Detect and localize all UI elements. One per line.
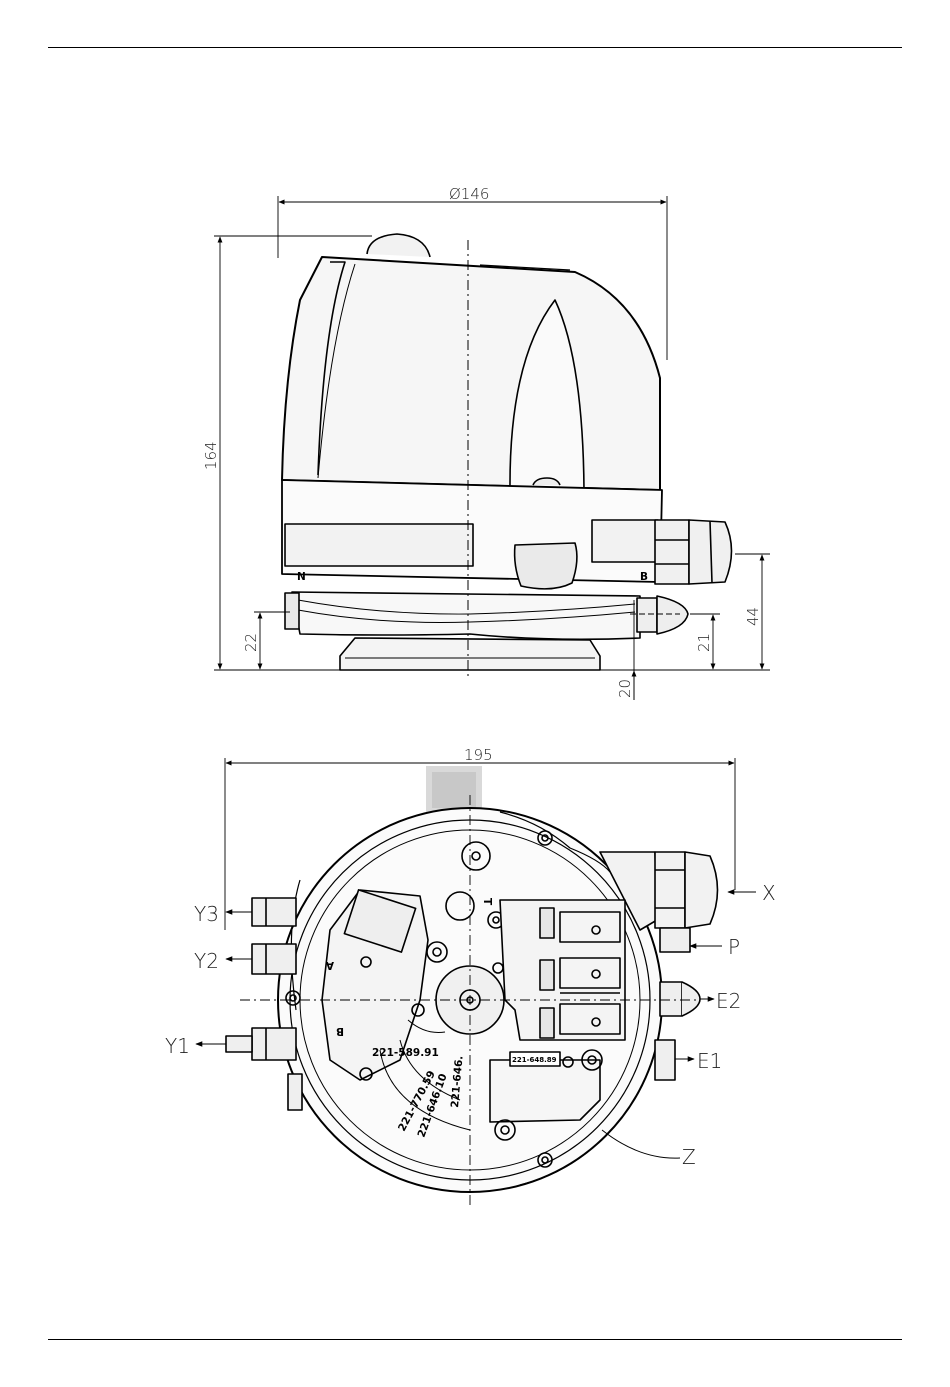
latch xyxy=(515,543,577,589)
cover xyxy=(282,257,660,490)
side-port-fitting xyxy=(637,596,688,634)
top-knob xyxy=(367,234,430,257)
label-e2: E2 xyxy=(716,989,741,1013)
dim-44: 44 xyxy=(744,607,762,626)
label-y3: Y3 xyxy=(194,902,219,926)
part-221-589: 221-589.91 xyxy=(372,1047,439,1059)
label-y1: Y1 xyxy=(165,1034,190,1058)
label-z: Z xyxy=(682,1145,696,1169)
dim-21: 21 xyxy=(695,633,713,652)
side-letter-left: N xyxy=(297,571,306,583)
dim-height: 164 xyxy=(202,441,220,470)
dim-diameter: Ø146 xyxy=(449,185,489,203)
port-fittings-right xyxy=(655,928,700,1080)
side-recess-left xyxy=(285,524,473,566)
lower-module xyxy=(490,1060,600,1122)
terminal-block xyxy=(500,900,625,1040)
part-221-648: 221-648.89 xyxy=(512,1056,557,1064)
side-recess-right xyxy=(592,520,658,562)
cable-gland xyxy=(655,520,732,584)
top-view xyxy=(225,758,735,1205)
dim-width: 195 xyxy=(464,746,493,764)
side-view xyxy=(282,234,732,676)
label-e1: E1 xyxy=(697,1049,722,1073)
label-p: P xyxy=(728,935,740,959)
mark-t: T xyxy=(481,898,493,906)
left-fitting xyxy=(285,593,299,629)
dim-20: 20 xyxy=(616,679,634,698)
mark-b: B xyxy=(336,1025,344,1037)
label-x: X xyxy=(762,881,776,905)
mark-a: A xyxy=(325,959,334,971)
foot xyxy=(340,638,600,670)
label-y2: Y2 xyxy=(194,949,219,973)
side-letter-right: B xyxy=(640,571,648,583)
dim-22: 22 xyxy=(242,633,260,652)
